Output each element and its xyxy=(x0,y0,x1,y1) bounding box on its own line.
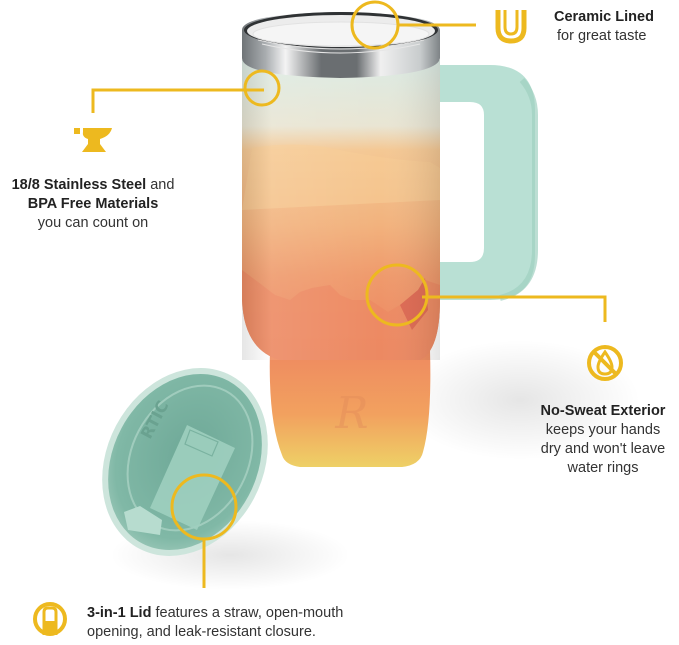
feature-ceramic-title: Ceramic Lined xyxy=(554,9,654,25)
lid-icon xyxy=(33,602,67,636)
feature-lid-line1: features a straw, open-mouth xyxy=(151,605,344,621)
anvil-icon xyxy=(74,128,112,152)
feature-no-sweat-title: No-Sweat Exterior xyxy=(540,403,666,419)
feature-lid-icon-wrap xyxy=(32,601,68,637)
feature-lid-line2: opening, and leak-resistant closure. xyxy=(87,624,316,640)
feature-steel-subtitle: you can count on xyxy=(37,215,149,231)
feature-steel-icon-wrap xyxy=(74,128,114,154)
feature-lid-title: 3-in-1 Lid xyxy=(87,605,152,621)
feature-ceramic-text: Ceramic Lined for great taste xyxy=(554,8,654,46)
feature-no-sweat-line1: keeps your hands xyxy=(545,422,661,438)
u-ceramic-icon xyxy=(495,10,527,44)
feature-ceramic xyxy=(495,8,527,44)
no-water-drop-icon xyxy=(587,345,623,381)
feature-steel-title-1: 18/8 Stainless Steel xyxy=(11,177,147,193)
feature-steel-title-1-rest: and xyxy=(146,177,175,193)
feature-lid-text: 3-in-1 Lid features a straw, open-mouth … xyxy=(87,604,343,642)
feature-steel-text: 18/8 Stainless Steel and BPA Free Materi… xyxy=(0,176,186,233)
lid: RTIC xyxy=(102,368,268,556)
feature-ceramic-subtitle: for great taste xyxy=(557,28,647,44)
tumbler-handle xyxy=(430,65,538,301)
feature-steel-title-2: BPA Free Materials xyxy=(27,196,159,212)
feature-no-sweat-text: No-Sweat Exterior keeps your hands dry a… xyxy=(527,402,679,478)
callout-circles xyxy=(170,0,429,541)
svg-text:R: R xyxy=(334,388,368,439)
feature-no-sweat-line2: dry and won't leave xyxy=(540,441,666,457)
callout-lines xyxy=(91,23,607,588)
feature-no-sweat-line3: water rings xyxy=(567,460,639,476)
feature-no-sweat-icon-wrap xyxy=(585,343,625,383)
